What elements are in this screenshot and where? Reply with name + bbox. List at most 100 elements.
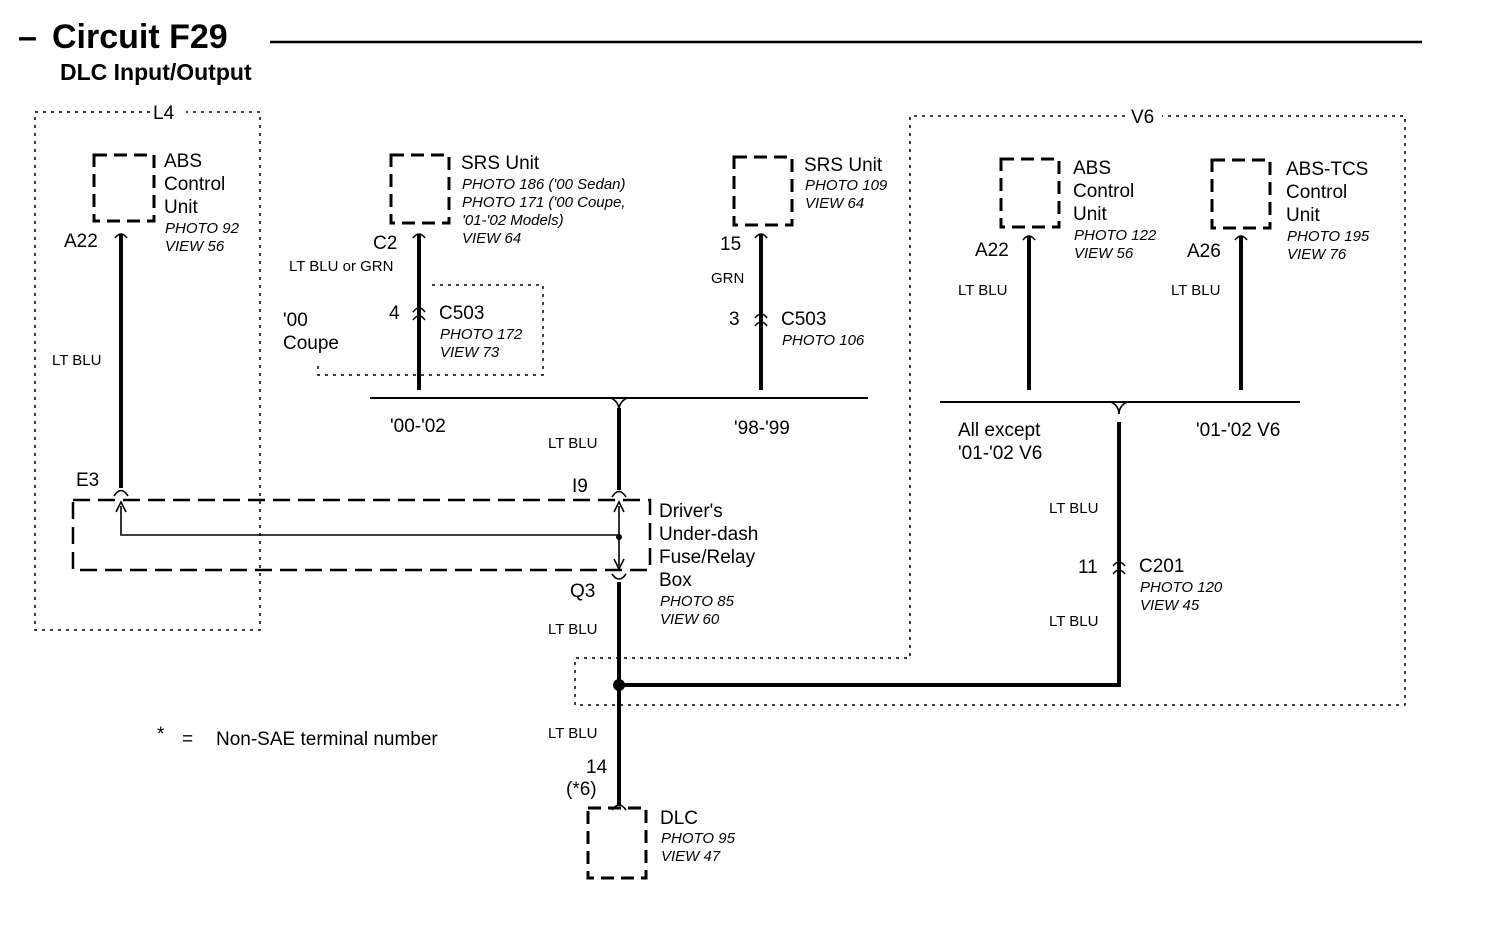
fuse-box-internal-splice: [616, 534, 622, 540]
c201-pin: 11: [1078, 557, 1098, 578]
fuse-box-name-line2: Under-dash: [659, 524, 758, 545]
dlc-photo: PHOTO 95: [661, 830, 736, 847]
srs-0002-photo-line1: PHOTO 186 ('00 Sedan): [462, 176, 626, 193]
legend-symbol: *: [157, 724, 165, 745]
i9-terminal-symbol: [611, 490, 627, 498]
dlc-alt-terminal: (*6): [566, 779, 597, 800]
v6-variant-junction: [1110, 401, 1128, 415]
coupe-label-line1: '00: [283, 310, 308, 331]
fuse-box-view: VIEW 60: [660, 611, 720, 628]
c503-a-name: C503: [439, 303, 484, 324]
srs-9899-view: VIEW 64: [805, 195, 864, 212]
legend-equals: =: [182, 729, 193, 750]
c201-name: C201: [1139, 556, 1184, 577]
q3-terminal-symbol: [611, 573, 627, 580]
srs-0002-component-box: [389, 153, 451, 225]
srs-9899-terminal: 15: [720, 234, 741, 255]
fuse-out-wire-color: LT BLU: [548, 621, 597, 638]
abs-l4-wire-color: LT BLU: [52, 352, 101, 369]
dlc-wire-color: LT BLU: [548, 725, 597, 742]
v6-variant-right: '01-'02 V6: [1196, 420, 1280, 441]
abs-l4-photo: PHOTO 92: [165, 220, 240, 237]
srs-0002-name: SRS Unit: [461, 153, 540, 174]
abs-tcs-component-box: [1210, 158, 1272, 230]
abs-v6-wire-color: LT BLU: [958, 282, 1007, 299]
abs-tcs-name-line2: Control: [1286, 182, 1347, 203]
c503-a-connector-symbol: [412, 307, 426, 321]
abs-v6-name-line1: ABS: [1073, 158, 1111, 179]
c503-b-photo: PHOTO 106: [782, 332, 865, 349]
srs-common-wire-color: LT BLU: [548, 435, 597, 452]
l4-group-outline: [34, 111, 261, 631]
abs-v6-component-box: [999, 157, 1061, 229]
c503-b-pin: 3: [729, 309, 740, 330]
fuse-box-internal-abs-link: [120, 506, 619, 536]
srs-variant-right: '98-'99: [734, 418, 790, 439]
v6-group-outline: [574, 115, 1406, 706]
srs-variant-left: '00-'02: [390, 416, 446, 437]
abs-v6-name-line2: Control: [1073, 181, 1134, 202]
srs-0002-wire-color: LT BLU or GRN: [289, 258, 393, 275]
c201-connector-symbol: [1112, 561, 1126, 575]
abs-l4-terminal: A22: [64, 231, 98, 252]
srs-9899-wire-color: GRN: [711, 270, 744, 287]
title-dash: –: [18, 18, 37, 56]
c503-a-photo: PHOTO 172: [440, 326, 523, 343]
abs-tcs-name-line1: ABS-TCS: [1286, 159, 1368, 180]
srs-0002-photo-line3: '01-'02 Models): [462, 212, 564, 229]
abs-v6-name-line3: Unit: [1073, 204, 1108, 225]
fuse-box-name-line4: Box: [659, 570, 692, 591]
abs-l4-view: VIEW 56: [165, 238, 225, 255]
srs-0002-view: VIEW 64: [462, 230, 521, 247]
page-subtitle: DLC Input/Output: [60, 59, 252, 85]
abs-tcs-wire-color: LT BLU: [1171, 282, 1220, 299]
srs-0002-photo-line2: PHOTO 171 ('00 Coupe,: [462, 194, 626, 211]
coupe-group-outline: [317, 284, 544, 376]
fuse-box-internal-abs-arrow: [115, 500, 127, 513]
fuse-box-photo: PHOTO 85: [660, 593, 735, 610]
abs-tcs-view: VIEW 76: [1287, 246, 1347, 263]
dlc-terminal: 14: [586, 757, 608, 778]
legend-text: Non-SAE terminal number: [216, 729, 438, 750]
fuse-box-terminal-q3: Q3: [570, 581, 595, 602]
fuse-box-name-line3: Fuse/Relay: [659, 547, 756, 568]
c503-b-connector-symbol: [754, 313, 768, 327]
abs-tcs-name-line3: Unit: [1286, 205, 1321, 226]
page-title: Circuit F29: [52, 18, 228, 56]
l4-group-label: L4: [153, 103, 175, 124]
abs-v6-photo: PHOTO 122: [1074, 227, 1157, 244]
srs-9899-photo: PHOTO 109: [805, 177, 888, 194]
abs-l4-name-line1: ABS: [164, 151, 202, 172]
v6-variant-left-line1: All except: [958, 420, 1041, 441]
abs-l4-name-line3: Unit: [164, 197, 199, 218]
abs-l4-name-line2: Control: [164, 174, 225, 195]
v6-lower-wire-color: LT BLU: [1049, 613, 1098, 630]
srs-9899-component-box: [732, 155, 794, 227]
abs-v6-view: VIEW 56: [1074, 245, 1134, 262]
v6-group-label: V6: [1131, 107, 1154, 128]
dlc-view: VIEW 47: [661, 848, 721, 865]
fuse-box-name-line1: Driver's: [659, 501, 723, 522]
dlc-component-box: [586, 806, 648, 880]
coupe-label-line2: Coupe: [283, 333, 339, 354]
abs-tcs-terminal: A26: [1187, 241, 1221, 262]
fuse-box-terminal-i9: I9: [572, 476, 588, 497]
abs-v6-terminal: A22: [975, 240, 1009, 261]
fuse-box-terminal-e3: E3: [76, 470, 99, 491]
fuse-box-outline: [71, 498, 652, 572]
fuse-box-internal-srs-arrow: [613, 500, 625, 513]
fuse-box-internal-out-arrow: [613, 558, 625, 571]
abs-l4-component-box: [92, 153, 156, 223]
srs-9899-name: SRS Unit: [804, 155, 883, 176]
abs-tcs-photo: PHOTO 195: [1287, 228, 1370, 245]
c503-b-name: C503: [781, 309, 826, 330]
e3-terminal-symbol: [113, 489, 129, 497]
srs-0002-terminal: C2: [373, 233, 397, 254]
dlc-name: DLC: [660, 808, 698, 829]
v6-upper-wire-color: LT BLU: [1049, 500, 1098, 517]
c201-view: VIEW 45: [1140, 597, 1200, 614]
c201-photo: PHOTO 120: [1140, 579, 1223, 596]
c503-a-pin: 4: [389, 303, 400, 324]
c503-a-view: VIEW 73: [440, 344, 500, 361]
